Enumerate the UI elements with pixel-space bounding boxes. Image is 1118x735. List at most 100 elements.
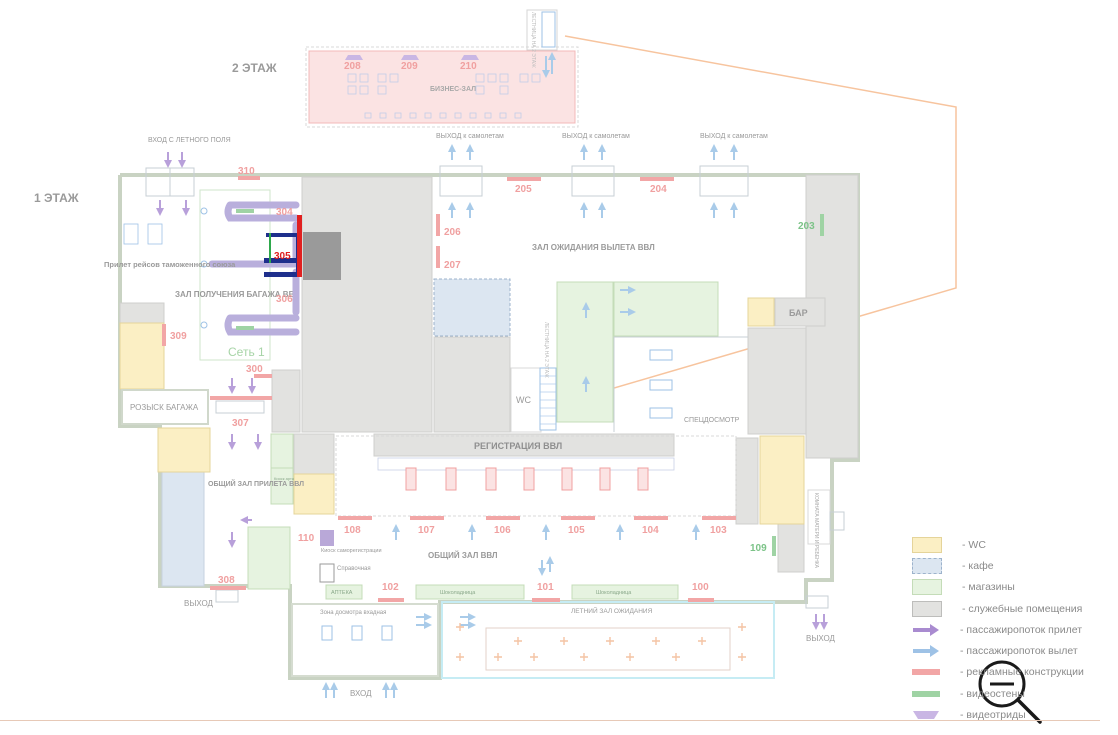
spot-205: 205	[515, 184, 532, 195]
legend-item-bar: - рекламные конструкции	[912, 662, 1112, 683]
wc-5	[759, 435, 805, 525]
gate-exit-2-label: ВЫХОД к самолетам	[562, 133, 630, 140]
spot-107: 107	[418, 525, 435, 536]
spot-104: 104	[642, 525, 659, 536]
legend-item-arrow: - пассажиропоток вылет	[912, 640, 1112, 661]
shop-1	[556, 281, 614, 423]
screening-walls	[613, 336, 748, 432]
business-hall-label: БИЗНЕС-ЗАЛ	[430, 86, 476, 93]
business-hall[interactable]	[308, 50, 576, 124]
gate-exit-2[interactable]: ВЫХОД к самолетам	[562, 133, 630, 218]
business-hall-seats	[347, 73, 541, 119]
legend-label: - пассажиропоток прилет	[960, 623, 1083, 636]
spot-206: 206	[444, 227, 461, 238]
kiosk-label: Киоск саморегистрации	[321, 548, 382, 554]
wc-4	[747, 297, 775, 327]
spot-110: 110	[298, 533, 315, 544]
cafe-area-2[interactable]	[161, 471, 205, 587]
shop-pharmacy	[325, 584, 363, 600]
kiosk-box[interactable]	[320, 530, 334, 546]
spot-100: 100	[692, 582, 709, 593]
common-hall-label: ОБЩИЙ ЗАЛ ВВЛ	[428, 551, 498, 560]
service-block-4	[735, 437, 759, 525]
departures-arrows	[582, 286, 636, 392]
legend-item-wc: - WC	[912, 534, 1112, 555]
summer-hall-outline	[441, 601, 775, 679]
floor-2-label: 2 ЭТАЖ	[232, 61, 277, 75]
entry-airfield-arrows	[156, 152, 190, 216]
stairs-mid[interactable]	[539, 367, 557, 431]
screening-zone-label: Зона досмотра вхадная	[320, 610, 386, 616]
spot-208[interactable]: 208	[344, 61, 361, 72]
carousel-305-bot	[264, 272, 302, 277]
baggage-carousels	[208, 201, 300, 336]
legend-label: - служебные помещения	[962, 602, 1083, 615]
shop-duty-free	[247, 526, 291, 590]
exit-left-label: ВЫХОД	[184, 599, 214, 608]
cafe-area[interactable]	[433, 278, 511, 337]
shop-small-1	[270, 433, 294, 469]
chocolates-1-label: Шоколадница	[440, 590, 476, 596]
lost-baggage-room[interactable]	[121, 389, 209, 425]
wc-1	[119, 322, 165, 390]
screening-zone-frames	[321, 625, 393, 641]
video-trid-209	[401, 55, 419, 60]
zoom-out-icon[interactable]	[978, 660, 1042, 724]
spot-307: 307	[232, 418, 249, 429]
entry-airfield-label: ВХОД С ЛЕТНОГО ПОЛЯ	[148, 137, 231, 144]
info-desk[interactable]	[319, 563, 335, 583]
service-block-3	[293, 433, 335, 475]
spot-309: 309	[170, 331, 187, 342]
map-legend: - WC- кафе- магазины - служебные помещени…	[912, 534, 1112, 726]
legend-swatch-shops	[912, 579, 942, 596]
spot-103: 103	[710, 525, 727, 536]
legend-swatch-wc	[912, 536, 942, 553]
stairs-top-frame	[526, 9, 558, 51]
bottom-rule	[0, 720, 1100, 721]
legend-item-cafe: - кафе	[912, 555, 1112, 576]
entrance-arrows	[322, 613, 476, 698]
summer-hall-tables	[456, 623, 746, 661]
common-hall-arrows	[392, 524, 700, 576]
exit-right-label: ВЫХОД	[806, 634, 836, 643]
ad-markers	[162, 176, 736, 602]
video-wall-carousel-3	[236, 326, 254, 330]
spot-109: 109	[750, 543, 767, 554]
spot-108: 108	[344, 525, 361, 536]
legend-item-arrow: - пассажиропоток прилет	[912, 619, 1112, 640]
registration-label: РЕГИСТРАЦИЯ ВВЛ	[474, 441, 562, 451]
lost-baggage-label: РОЗЫСК БАГАЖА	[130, 403, 199, 412]
legend-item-shops: - магазины	[912, 577, 1112, 598]
screening-label: СПЕЦДОСМОТР	[684, 417, 740, 424]
gate-exit-1[interactable]: ВЫХОД к самолетам	[436, 133, 504, 218]
service-block-5	[777, 523, 805, 573]
screening-frames	[649, 349, 673, 419]
video-trid-210	[461, 55, 479, 60]
gate-exit-3[interactable]: ВЫХОД к самолетам	[699, 133, 768, 218]
service-block-1	[433, 336, 511, 433]
gate-exit-1-label: ВЫХОД к самолетам	[436, 133, 504, 140]
screening-zone[interactable]	[291, 603, 439, 677]
spot-209[interactable]: 209	[401, 61, 418, 72]
bar-room[interactable]	[774, 297, 826, 327]
customs-booths	[123, 223, 163, 245]
legend-swatch-bar	[912, 669, 940, 676]
legend-swatch-arrow	[912, 623, 940, 637]
service-center-block	[301, 176, 433, 433]
check-in-counters	[377, 457, 675, 491]
carousel-305-mid	[264, 258, 302, 263]
spot-300: 300	[246, 364, 263, 375]
spot-210[interactable]: 210	[460, 61, 477, 72]
shop-chocolates-2	[571, 584, 679, 600]
pharmacy-label: АПТЕКА	[331, 590, 353, 596]
video-trid-208	[345, 55, 363, 60]
spot-101: 101	[537, 582, 554, 593]
registration-area	[335, 435, 737, 517]
ad-305-red	[297, 215, 302, 277]
legend-swatch-service	[912, 600, 942, 617]
stairs-top[interactable]	[541, 11, 556, 48]
dark-service-block	[303, 232, 341, 280]
floor-1-label: 1 ЭТАЖ	[34, 191, 79, 205]
